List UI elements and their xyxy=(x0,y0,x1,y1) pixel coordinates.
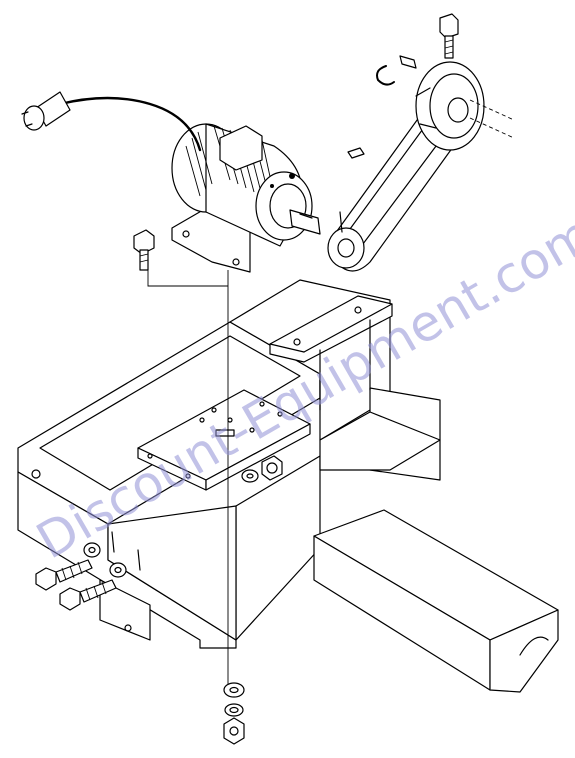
front-washer-upper xyxy=(83,542,101,558)
bottom-hex-nut xyxy=(223,717,245,745)
pulley-bolt xyxy=(439,13,459,59)
large-pulley xyxy=(415,61,515,151)
motor-key xyxy=(347,147,365,159)
bottom-lock-washer xyxy=(224,703,244,717)
retaining-ring xyxy=(376,65,395,86)
electric-motor xyxy=(171,123,321,273)
frame-nut xyxy=(261,455,283,481)
frame-washer xyxy=(241,469,259,483)
bottom-washer xyxy=(223,682,245,698)
beam xyxy=(313,509,559,693)
motor-pulley xyxy=(327,211,365,269)
front-lock-washer xyxy=(111,531,141,571)
pulley-key xyxy=(399,55,417,69)
power-cord-plug xyxy=(21,91,202,152)
front-washer-lower xyxy=(109,562,127,578)
motor-bolt xyxy=(133,229,228,287)
motor-mount-plate xyxy=(137,389,311,491)
front-bolt-lower xyxy=(59,579,117,611)
side-bracket xyxy=(269,295,393,411)
front-bolt-upper xyxy=(35,559,93,591)
